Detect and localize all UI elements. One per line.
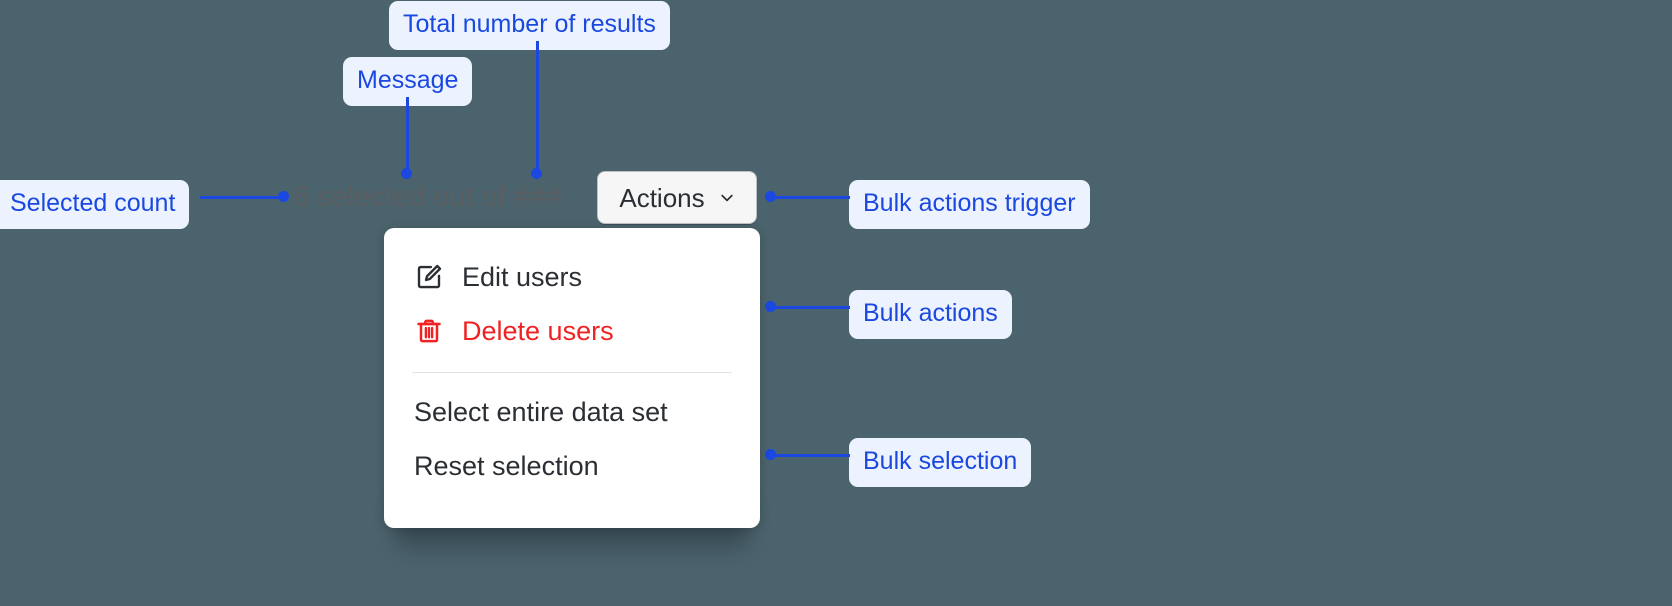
annotation-selected-count: Selected count — [0, 180, 190, 229]
leader-dot-bulk-actions-trigger — [765, 191, 776, 202]
leader-dot-message — [401, 168, 412, 179]
leader-line-bulk-selection — [770, 454, 850, 457]
selection-status-text: 6 selected out of ### — [293, 181, 563, 213]
leader-line-message — [406, 97, 409, 172]
chevron-down-icon — [719, 190, 735, 206]
bulk-actions-trigger-label: Actions — [619, 182, 705, 213]
menu-item-delete-users-label: Delete users — [462, 315, 614, 346]
menu-item-reset-selection[interactable]: Reset selection — [384, 439, 760, 493]
annotation-bulk-actions: Bulk actions — [849, 290, 1012, 339]
menu-item-edit-users[interactable]: Edit users — [384, 250, 760, 304]
edit-pencil-icon — [414, 262, 444, 292]
leader-dot-selected-count — [278, 191, 289, 202]
leader-line-bulk-actions — [770, 306, 850, 309]
bulk-actions-menu: Edit users Delete users Select entire da… — [384, 228, 760, 528]
leader-dot-total-results — [531, 168, 542, 179]
menu-item-edit-users-label: Edit users — [462, 261, 583, 292]
annotation-bulk-selection: Bulk selection — [849, 438, 1032, 487]
annotation-total-number-of-results: Total number of results — [389, 1, 670, 50]
trash-icon — [414, 316, 444, 346]
leader-line-bulk-actions-trigger — [770, 196, 850, 199]
leader-line-selected-count — [200, 196, 284, 199]
annotation-bulk-actions-trigger: Bulk actions trigger — [849, 180, 1090, 229]
leader-dot-bulk-selection — [765, 449, 776, 460]
menu-item-reset-selection-label: Reset selection — [414, 450, 599, 481]
menu-divider — [412, 372, 732, 373]
leader-dot-bulk-actions — [765, 301, 776, 312]
bulk-actions-trigger-button[interactable]: Actions — [597, 171, 757, 224]
menu-item-select-entire-data-set[interactable]: Select entire data set — [384, 385, 760, 439]
menu-item-select-entire-data-set-label: Select entire data set — [414, 396, 668, 427]
menu-item-delete-users[interactable]: Delete users — [384, 304, 760, 358]
leader-line-total-results — [536, 41, 539, 172]
